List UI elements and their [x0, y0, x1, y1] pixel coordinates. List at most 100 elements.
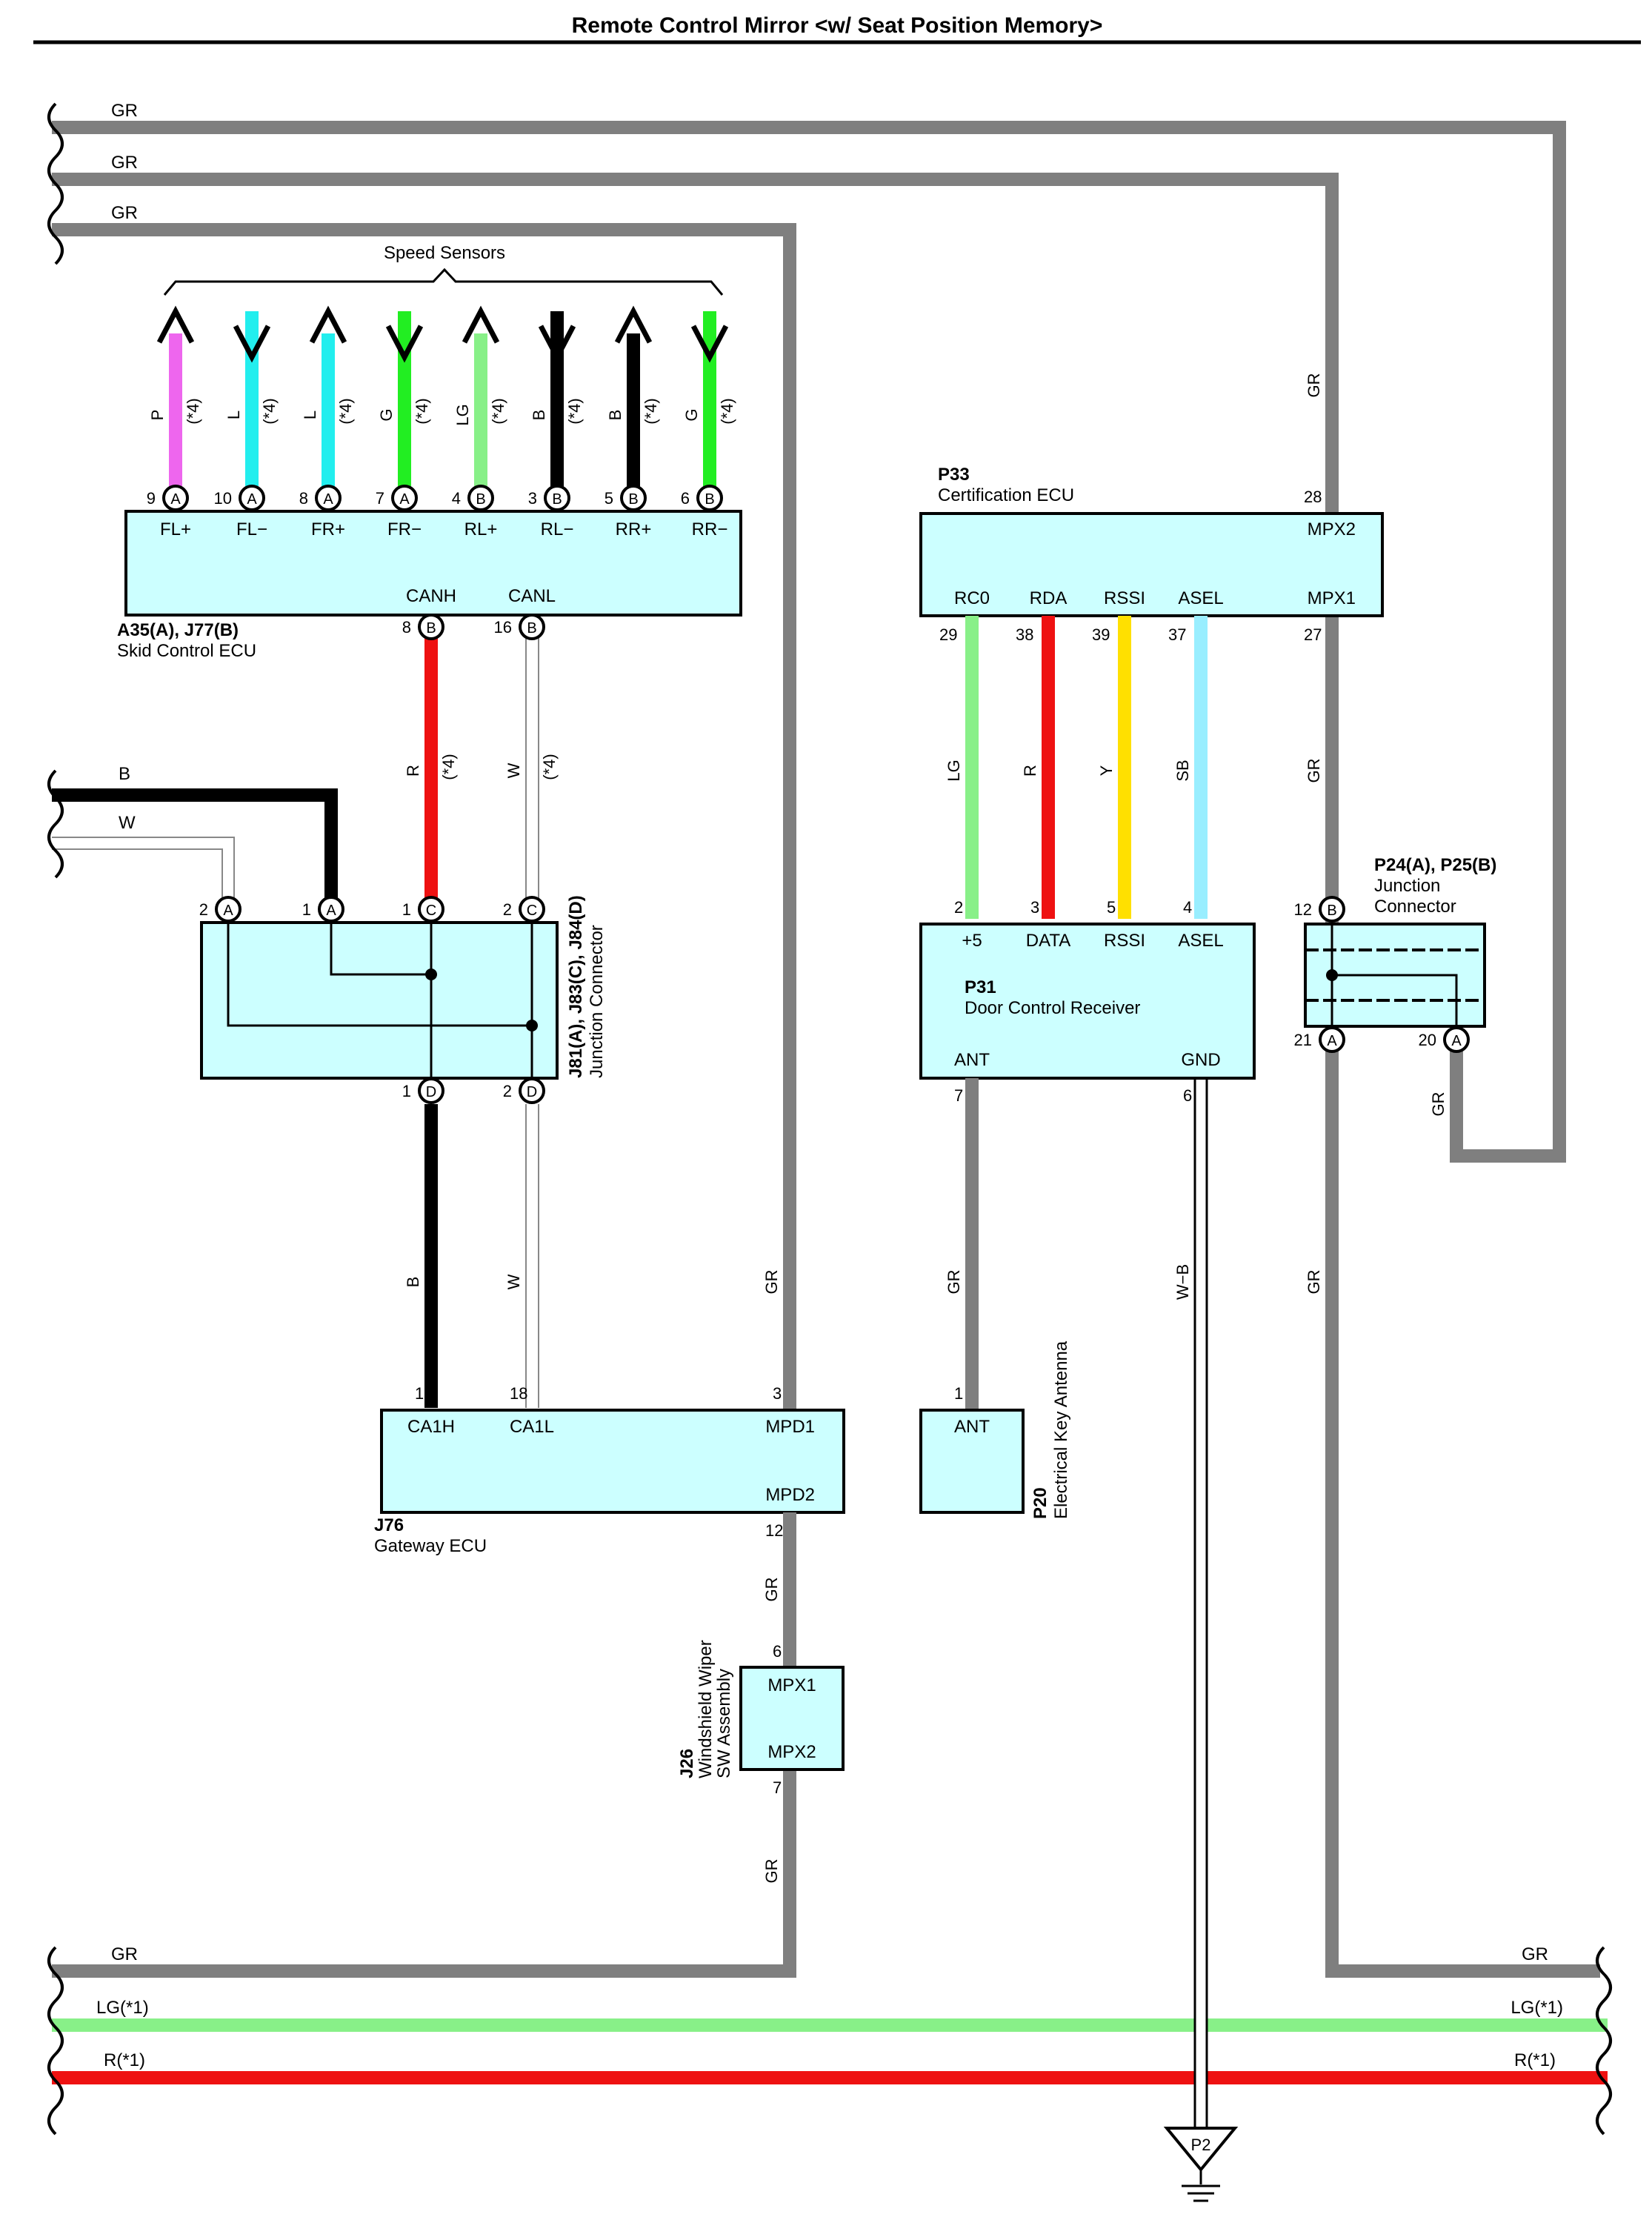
terminal-name: +5	[962, 931, 982, 951]
pin-conn: A	[323, 491, 333, 508]
pin-number: 4	[1183, 898, 1192, 917]
pin-circle	[519, 614, 545, 640]
pin-number: 38	[1016, 625, 1033, 644]
wire-left-w-inner	[52, 848, 223, 908]
wire-wb-fill	[1196, 2016, 1206, 2090]
wire-code: LG	[453, 404, 472, 425]
junction-connector-box	[200, 921, 559, 1080]
break-mark-bottom-left	[47, 1946, 64, 2136]
gr-wire-3-label: GR	[111, 203, 138, 223]
pin-conn: B	[705, 491, 714, 508]
pin-number: 1	[402, 1082, 411, 1100]
pin-number: 1	[402, 900, 411, 919]
gr-wire-2	[52, 173, 1600, 1978]
pin-number: 7	[773, 1778, 782, 1797]
terminal-name: DATA	[1026, 931, 1070, 951]
arrow-down-icon	[690, 325, 729, 363]
pin-number: 3	[528, 489, 537, 508]
wire-code: GR	[1305, 1270, 1323, 1295]
wire-code: GR	[1305, 759, 1323, 783]
wire-code: W−B	[1173, 1264, 1192, 1300]
terminal-name: FL−	[236, 519, 267, 539]
p24-internal-lines	[1305, 924, 1485, 1026]
splice-dot	[1326, 969, 1338, 981]
wire-code: B	[530, 410, 548, 421]
wire-code: LG	[945, 760, 963, 781]
pin-conn: B	[628, 491, 638, 508]
pin-number: 39	[1092, 625, 1110, 644]
ground-icon	[1163, 2127, 1239, 2173]
wiper-sw-box	[739, 1666, 845, 1771]
wire-code: B	[404, 1277, 422, 1288]
pin-circle	[519, 1077, 545, 1104]
cert-ecu-code: P33	[938, 465, 970, 485]
pin-circle	[1319, 1026, 1345, 1053]
pin-conn: A	[247, 491, 257, 508]
wire-note: (*4)	[718, 398, 736, 424]
wire-left-b	[52, 788, 338, 908]
pin-number: 5	[604, 489, 613, 508]
pin-number: 3	[773, 1384, 782, 1403]
junction-connector-code: J81(A), J83(C), J84(D)	[566, 895, 586, 1078]
wire-code: Y	[1097, 765, 1116, 776]
terminal-name: RC0	[954, 588, 990, 608]
wire-note: (*4)	[540, 754, 559, 780]
terminal-name: RDA	[1030, 588, 1068, 608]
p24-name-1: Junction	[1374, 876, 1440, 896]
pin-number: 21	[1294, 1031, 1312, 1049]
pin-number: 10	[214, 489, 232, 508]
terminal-name: MPX2	[767, 1742, 816, 1762]
terminal-name: ANT	[954, 1417, 990, 1437]
wire-code: GR	[762, 1578, 781, 1602]
pin-circle	[1319, 896, 1345, 923]
pin-number: 7	[376, 489, 384, 508]
skid-ecu-name: Skid Control ECU	[117, 641, 256, 661]
bus-label-left: LG(*1)	[96, 1998, 149, 2018]
terminal-name: RL−	[541, 519, 574, 539]
bus-label-right: GR	[1522, 1944, 1548, 1964]
bus-label-left: GR	[111, 1944, 138, 1964]
speed-sensors-label: Speed Sensors	[384, 243, 505, 263]
wiper-sw-code: J26	[677, 1749, 697, 1778]
diagram-title: Remote Control Mirror <w/ Seat Position …	[572, 13, 1103, 38]
gr-wire-1	[52, 121, 1566, 1163]
ground-point-label: P2	[1191, 2136, 1211, 2154]
terminal-name: FR−	[387, 519, 422, 539]
p24-code: P24(A), P25(B)	[1374, 855, 1496, 875]
wire-code: GR	[1305, 373, 1323, 398]
wire-note: (*4)	[565, 398, 584, 424]
splice-dot	[425, 968, 437, 980]
splice-dot	[526, 1020, 538, 1031]
top-gr-wires: GR GR GR	[47, 101, 1600, 1978]
pin-circle	[239, 485, 265, 511]
pin-number: 12	[765, 1521, 783, 1540]
pin-number: 29	[939, 625, 957, 644]
gr-wire-1-label: GR	[111, 101, 138, 121]
wire-code: GR	[1429, 1092, 1448, 1117]
terminal-name: MPX1	[767, 1675, 816, 1695]
pin-circle	[391, 485, 418, 511]
pin-conn: B	[552, 491, 562, 508]
speed-sensor-codes: P (*4) L (*4) L (*4) G (*4) LG (*4) B (*…	[148, 398, 736, 425]
skid-ecu-code: A35(A), J77(B)	[117, 620, 239, 640]
speed-sensor-wires	[156, 305, 729, 496]
wire-code: G	[377, 408, 396, 421]
terminal-name: MPD2	[765, 1485, 815, 1505]
pin-conn: A	[1327, 1033, 1337, 1049]
pin-conn: B	[426, 620, 436, 637]
pin-circle	[418, 614, 444, 640]
terminal-name: RR−	[692, 519, 728, 539]
wiper-sw-name-1: Windshield Wiper	[696, 1640, 716, 1778]
door-control-receiver-box	[919, 923, 1256, 1080]
terminal-name: MPD1	[765, 1417, 815, 1437]
pin-number: 7	[954, 1086, 963, 1105]
wire-code: R	[404, 765, 422, 777]
wire-code: GR	[762, 1270, 781, 1295]
wire-note: (*4)	[336, 398, 355, 424]
pin-number: 6	[681, 489, 690, 508]
gateway-ecu-code: J76	[374, 1515, 404, 1535]
junction-connector-name: Junction Connector	[587, 925, 607, 1078]
break-mark-bottom-right	[1596, 1946, 1612, 2136]
wire-code: G	[682, 408, 701, 421]
pin-circle	[620, 485, 647, 511]
